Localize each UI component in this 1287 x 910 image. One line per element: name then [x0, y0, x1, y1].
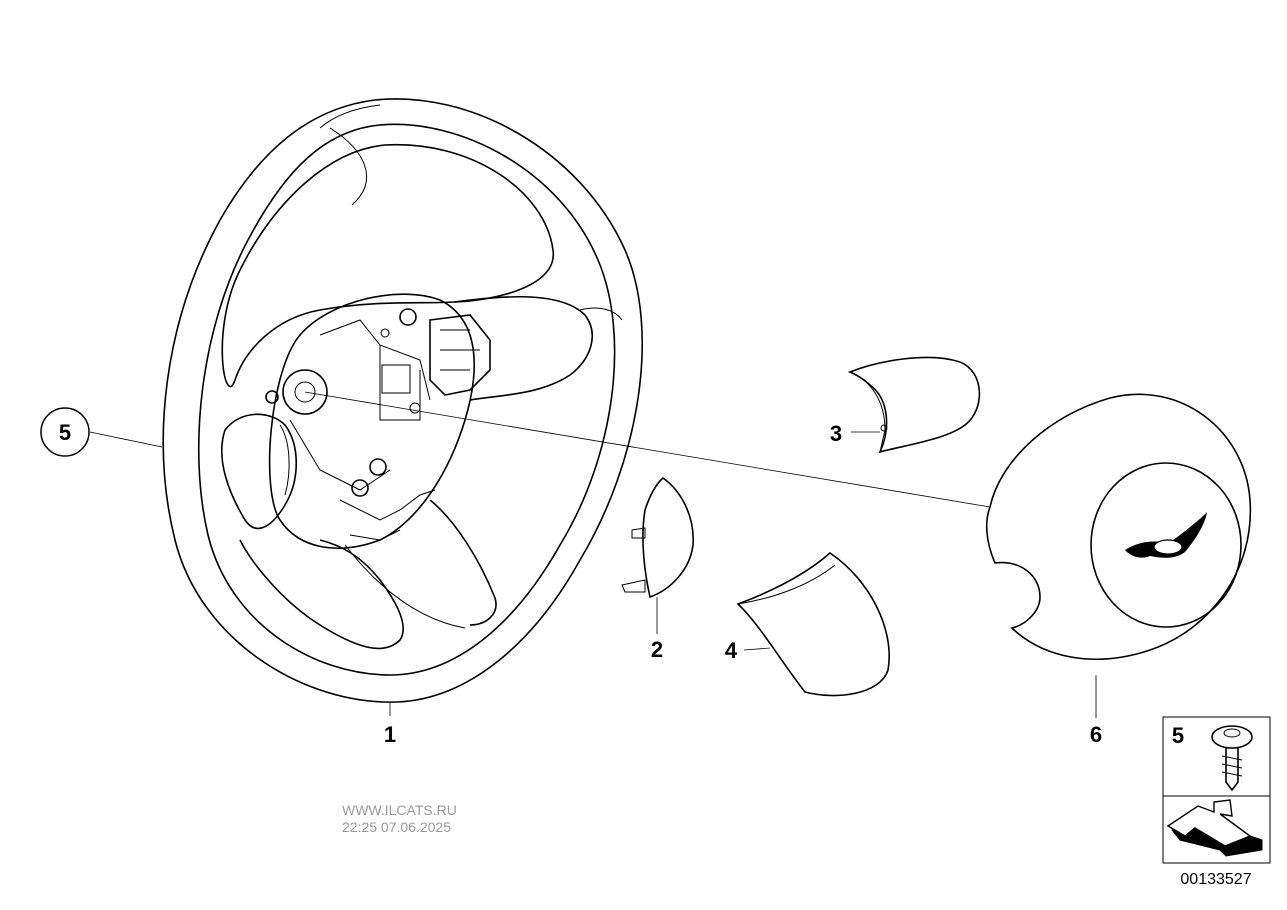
mini-logo — [1125, 512, 1207, 558]
legend-box: 5 — [1162, 716, 1271, 864]
label-part-5[interactable]: 5 — [59, 420, 71, 445]
watermark-site[interactable]: WWW.ILCATS.RU — [342, 802, 457, 818]
watermark-timestamp: 22:25 07.06.2025 — [342, 819, 451, 835]
label-part-6[interactable]: 6 — [1090, 722, 1102, 747]
label-part-4[interactable]: 4 — [725, 638, 738, 663]
assembly-leader-line — [304, 391, 991, 508]
label-part-1[interactable]: 1 — [384, 722, 396, 747]
leader-part-5 — [89, 431, 163, 448]
cover-upper[interactable] — [847, 356, 981, 454]
legend-label-5[interactable]: 5 — [1172, 723, 1184, 748]
leader-part-4 — [743, 647, 771, 651]
label-part-2[interactable]: 2 — [651, 637, 663, 662]
screw-icon[interactable] — [1211, 725, 1253, 792]
cover-small[interactable] — [621, 476, 694, 599]
callout-circle-5 — [40, 407, 90, 457]
cover-lower[interactable] — [736, 551, 890, 697]
airbag-module[interactable] — [985, 393, 1252, 660]
label-part-3[interactable]: 3 — [830, 421, 842, 446]
arrow-icon — [1166, 799, 1263, 857]
steering-wheel[interactable] — [162, 98, 643, 703]
doc-number: 00133527 — [1180, 871, 1251, 888]
